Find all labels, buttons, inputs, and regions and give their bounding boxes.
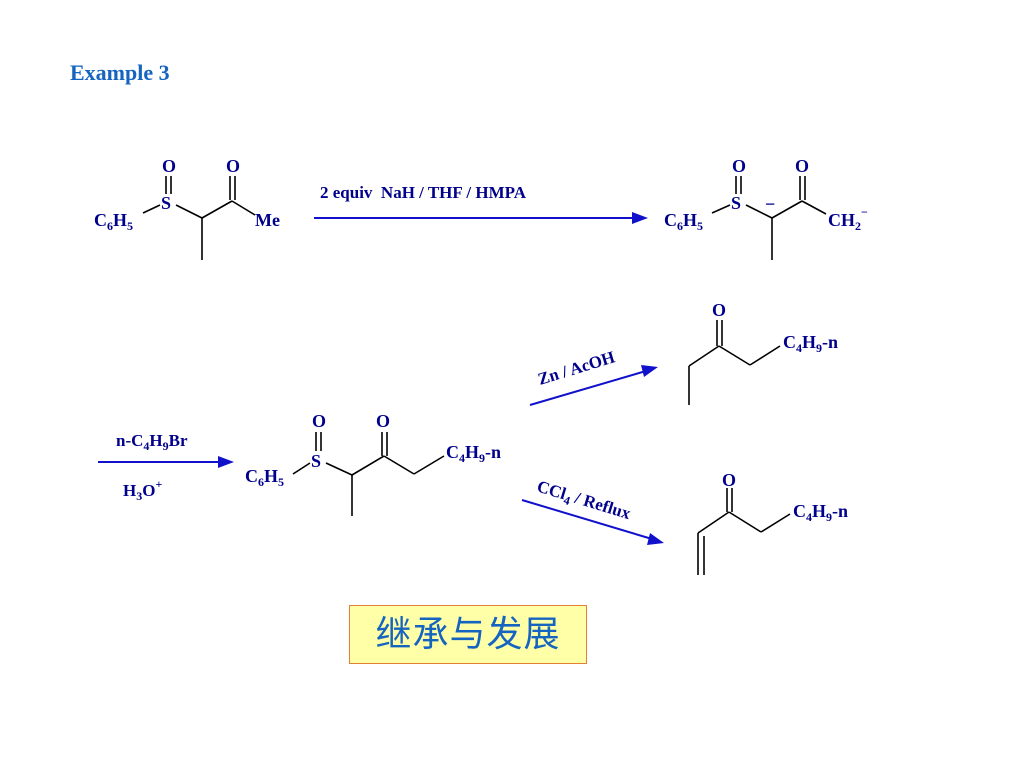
sulfur-label: S bbox=[311, 451, 321, 471]
ch2-anion-label: CH2− bbox=[828, 205, 868, 233]
slide-title: Example 3 bbox=[70, 60, 170, 85]
oxygen-label: O bbox=[376, 411, 390, 431]
phenyl-label: C6H5 bbox=[94, 210, 133, 233]
oxygen-label: O bbox=[795, 156, 809, 176]
butyl-label: C4H9-n bbox=[793, 501, 848, 524]
sulfur-label: S bbox=[731, 193, 741, 213]
butyl-label: C4H9-n bbox=[783, 332, 838, 355]
sulfur-label: S bbox=[161, 193, 171, 213]
arrow-step-3: Zn / AcOH bbox=[529, 347, 658, 406]
oxygen-label: O bbox=[722, 470, 736, 490]
oxygen-label: O bbox=[162, 156, 176, 176]
reagent-butyl-bromide: n-C4H9Br bbox=[116, 431, 188, 453]
oxygen-label: O bbox=[226, 156, 240, 176]
callout-box: 继承与发展 bbox=[349, 605, 587, 664]
molecule-alkylated-sulfoxide: O O S C6H5 C4H9-n bbox=[245, 411, 501, 516]
butyl-label: C4H9-n bbox=[446, 442, 501, 465]
phenyl-label: C6H5 bbox=[664, 210, 703, 233]
oxygen-label: O bbox=[712, 300, 726, 320]
molecule-ketone-product: O C4H9-n bbox=[688, 300, 838, 405]
reagent-nah-thf-hmpa: 2 equiv NaH / THF / HMPA bbox=[320, 183, 527, 202]
molecule-enone-product: O C4H9-n bbox=[697, 470, 848, 575]
arrow-step-2: n-C4H9Br H3O+ bbox=[98, 431, 234, 503]
arrow-step-1: 2 equiv NaH / THF / HMPA bbox=[314, 183, 648, 224]
phenyl-label: C6H5 bbox=[245, 466, 284, 489]
molecule-sulfoxide-ketone: O O S Me C6H5 bbox=[94, 156, 280, 260]
molecule-dianion: O O S − C6H5 CH2− bbox=[664, 156, 868, 260]
methyl-label: Me bbox=[255, 210, 280, 230]
reagent-hydronium: H3O+ bbox=[123, 477, 162, 503]
oxygen-label: O bbox=[732, 156, 746, 176]
carbanion-charge: − bbox=[765, 194, 775, 214]
oxygen-label: O bbox=[312, 411, 326, 431]
arrow-step-4: CCl4 / Reflux bbox=[521, 477, 664, 545]
